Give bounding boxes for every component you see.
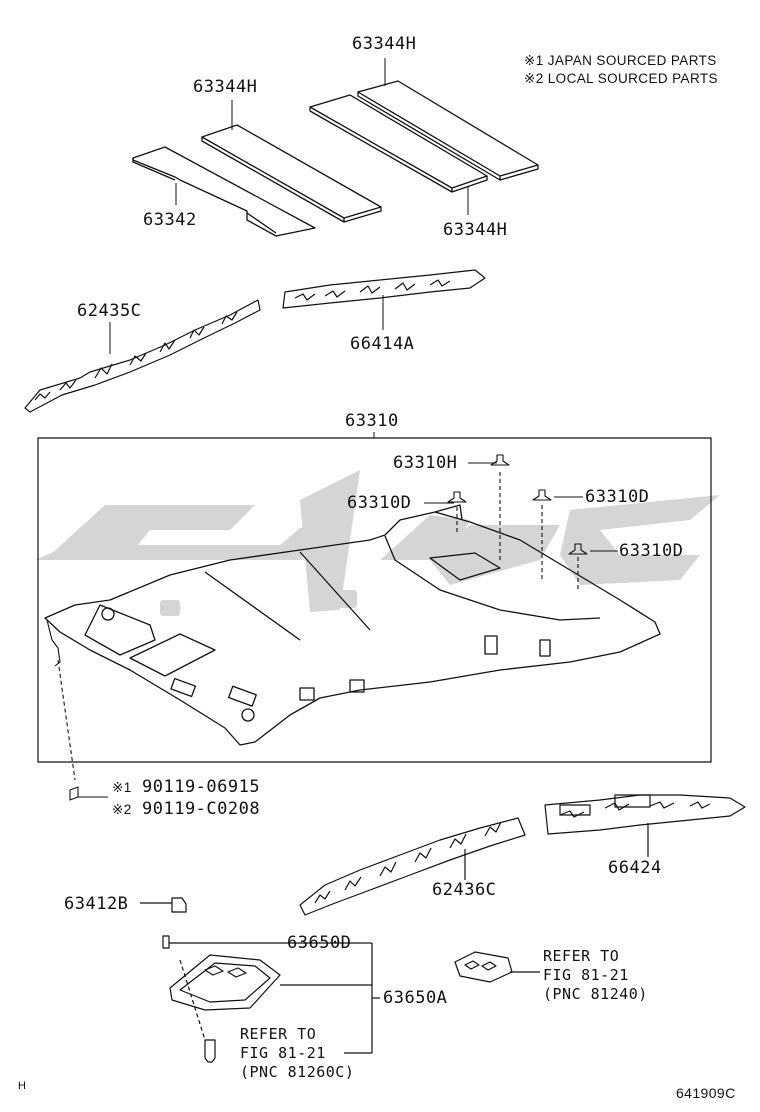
bolt-source-mark-2: ※2 xyxy=(112,802,132,817)
sunshade-strip-62436c xyxy=(299,817,526,916)
clip-63412b xyxy=(140,897,187,913)
part-label-90119-06915: 90119-06915 xyxy=(142,777,261,797)
part-label-63650a: 63650A xyxy=(383,988,448,1008)
figure-code: 641909C xyxy=(676,1085,736,1101)
part-label-63344h-mid: 63344H xyxy=(193,77,258,97)
part-label-90119-c0208: 90119-C0208 xyxy=(142,799,261,819)
ref-line-2: FIG 81-21 xyxy=(240,1044,326,1062)
ref-line-3: (PNC 81240) xyxy=(543,985,648,1003)
reference-note-pnc-81240: REFER TO FIG 81-21 (PNC 81240) xyxy=(543,947,648,1004)
part-label-62435c: 62435C xyxy=(77,301,142,321)
part-label-66424: 66424 xyxy=(608,858,662,878)
bolt-90119 xyxy=(46,619,108,801)
ref-line-1: REFER TO xyxy=(240,1025,317,1043)
part-label-63344h-top: 63344H xyxy=(352,34,417,54)
ref-line-3: (PNC 81260C) xyxy=(240,1063,355,1081)
ref-line-2: FIG 81-21 xyxy=(543,966,629,984)
sunshade-strip-66424 xyxy=(544,794,746,857)
part-label-63344h-right: 63344H xyxy=(443,220,508,240)
bolt-source-mark-1: ※1 xyxy=(112,780,132,795)
footer-mark: H xyxy=(18,1080,27,1092)
sunshade-strip-66414a xyxy=(282,269,486,309)
vanity-lamp xyxy=(454,951,540,983)
roof-headliner-63310 xyxy=(44,504,661,746)
part-label-63310h: 63310H xyxy=(393,453,458,473)
headliner-clips xyxy=(424,454,618,590)
part-label-63412b: 63412B xyxy=(64,894,129,914)
part-label-63310d-left: 63310D xyxy=(347,493,412,513)
watermark-logo xyxy=(35,470,720,616)
part-label-63310: 63310 xyxy=(345,411,399,431)
sunshade-strip-62435c xyxy=(24,299,261,413)
part-label-63310d-lower: 63310D xyxy=(619,541,684,561)
part-label-63650d: 63650D xyxy=(287,933,352,953)
note-local-sourced: ※2 LOCAL SOURCED PARTS xyxy=(524,71,718,86)
ceiling-pads xyxy=(132,80,539,237)
reference-note-pnc-81260c: REFER TO FIG 81-21 (PNC 81260C) xyxy=(240,1025,354,1082)
part-label-63342: 63342 xyxy=(143,210,197,230)
pad-leaders xyxy=(109,58,469,354)
note-japan-sourced: ※1 JAPAN SOURCED PARTS xyxy=(524,53,717,68)
ref-line-1: REFER TO xyxy=(543,947,620,965)
part-label-66414a: 66414A xyxy=(350,334,415,354)
map-lamp-63650a xyxy=(162,935,380,1063)
part-label-62436c: 62436C xyxy=(432,880,497,900)
part-label-63310d-right: 63310D xyxy=(585,487,650,507)
